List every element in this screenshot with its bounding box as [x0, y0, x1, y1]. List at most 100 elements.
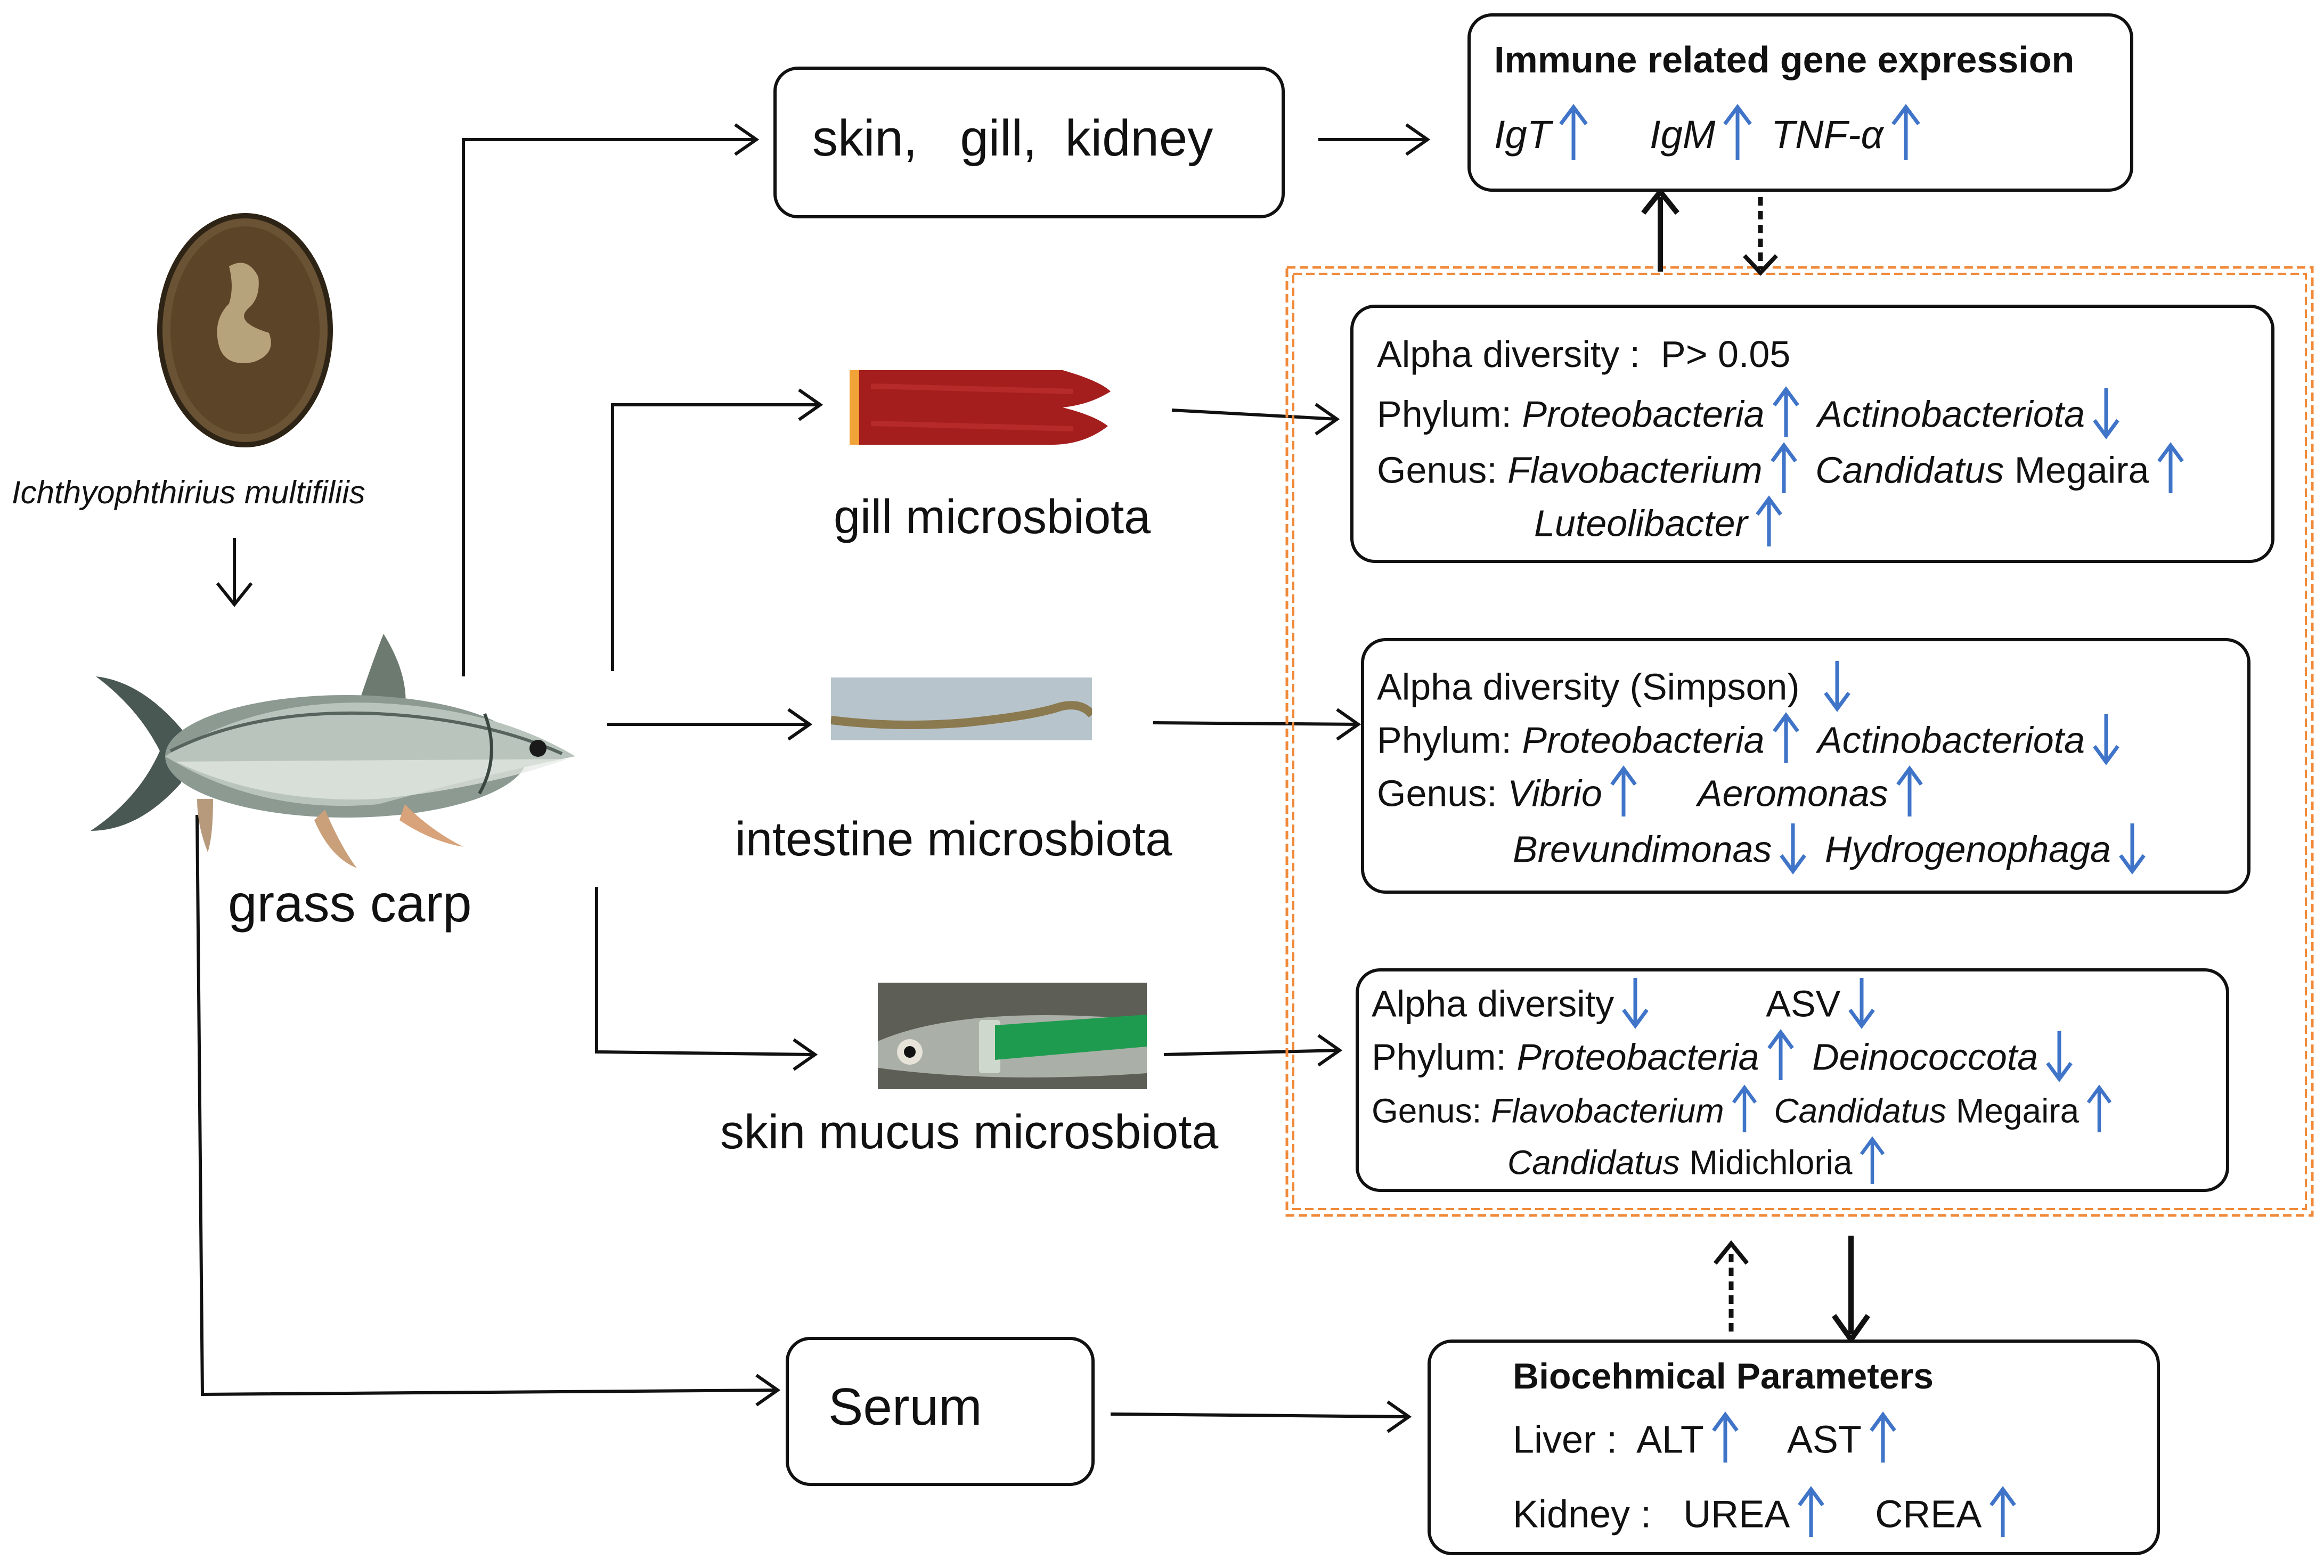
up-arrow-icon: [1770, 386, 1802, 448]
gill-label: gill microsbiota: [834, 491, 1151, 544]
skin-mucus-microbiota-box: [1356, 968, 2229, 1192]
gene-igt: IgT: [1494, 112, 1551, 157]
immune-box: [1467, 13, 2133, 192]
up-arrow-icon: [1556, 104, 1591, 172]
phylum-label: Phylum:: [1377, 393, 1512, 435]
up-arrow-icon: [1987, 1486, 2019, 1548]
phylum-label: Phylum:: [1372, 1036, 1506, 1078]
parasite-image: [154, 208, 336, 453]
phylum-name: Actinobacteriota: [1817, 719, 2085, 761]
biochem-box: [1428, 1340, 2160, 1555]
genus-name: Candidatus: [1815, 449, 2004, 491]
up-arrow-icon: [1889, 104, 1923, 172]
gill-image: [850, 370, 1111, 445]
liver-label: Liver :: [1513, 1418, 1628, 1461]
up-arrow-icon: [1765, 1029, 1797, 1091]
down-arrow-icon: [1777, 821, 1809, 883]
genus-name-rest: Megaira: [2004, 449, 2149, 491]
genus-label: Genus:: [1372, 1091, 1482, 1130]
down-arrow-icon: [1619, 976, 1651, 1038]
intestine-image: [830, 677, 1096, 740]
arrow-to-skin-mucus: [595, 887, 816, 1056]
alpha-label: Alpha diversity (Simpson): [1377, 666, 1800, 708]
phylum-name: Deinococcota: [1812, 1036, 2038, 1078]
skin-genus-row: Genus: Flavobacterium Candidatus Megaira: [1372, 1084, 2119, 1143]
up-arrow-icon: [2155, 442, 2187, 504]
phylum-label: Phylum:: [1377, 719, 1512, 761]
skin-alpha-row: Alpha diversity ASV: [1372, 976, 1883, 1038]
microbiota-group-outline: [1285, 266, 2314, 1217]
up-arrow-icon: [1753, 495, 1785, 557]
skin-phylum-row: Phylum: Proteobacteria Deinococcota: [1372, 1029, 2081, 1091]
immune-genes-row: IgT IgM TNF-α: [1494, 104, 1928, 172]
gill-alpha: Alpha diversity : P> 0.05: [1377, 333, 1791, 375]
genus-name-rest: Midichloria: [1679, 1143, 1853, 1182]
up-arrow-icon: [1894, 765, 1926, 827]
genus-name: Luteolibacter: [1534, 502, 1748, 544]
up-arrow-icon: [1709, 1411, 1741, 1474]
kidney-label: Kidney :: [1513, 1493, 1673, 1536]
skin-mucus-image: [878, 983, 1147, 1089]
immune-title: Immune related gene expression: [1494, 39, 2075, 80]
skin-mucus-label: skin mucus microsbiota: [720, 1106, 1219, 1159]
genus-name: Hydrogenophaga: [1824, 828, 2111, 870]
liver-param: ALT: [1636, 1418, 1704, 1461]
up-arrow-icon: [2084, 1084, 2114, 1143]
serum-label: Serum: [828, 1377, 982, 1436]
up-arrow-icon: [1795, 1486, 1827, 1548]
genus-name-rest: Megaira: [1946, 1091, 2080, 1130]
asv-label: ASV: [1766, 983, 1841, 1025]
skin-gill-kidney-box: [773, 67, 1285, 218]
grass-carp-image: [80, 628, 581, 873]
serum-box: [786, 1337, 1095, 1486]
arrow-to-gill: [611, 403, 820, 671]
alpha-label: Alpha diversity: [1372, 983, 1614, 1025]
intestine-phylum-row: Phylum: Proteobacteria Actinobacteriota: [1377, 712, 2127, 774]
genus-name: Vibrio: [1507, 772, 1602, 814]
phylum-name: Proteobacteria: [1522, 393, 1765, 435]
parasite-label: Ichthyophthirius multifiliis: [12, 475, 365, 510]
genus-name: Flavobacterium: [1491, 1091, 1724, 1130]
genus-name: Candidatus: [1507, 1143, 1680, 1182]
liver-row: Liver : ALT AST: [1513, 1411, 1904, 1474]
genus-name: Aeromonas: [1697, 772, 1888, 814]
grass-carp-label: grass carp: [228, 874, 472, 933]
biochem-title: Biocehmical Parameters: [1513, 1356, 1934, 1396]
genus-label: Genus:: [1377, 449, 1497, 491]
skin-genus-row-2: Candidatus Midichloria: [1507, 1136, 1893, 1195]
genus-name: Brevundimonas: [1513, 828, 1772, 870]
intestine-genus-row: Genus: Vibrio Aeromonas: [1377, 765, 1931, 827]
gill-genus-row-2: Luteolibacter: [1534, 495, 1790, 557]
up-arrow-icon: [1770, 712, 1802, 774]
up-arrow-icon: [1720, 104, 1755, 172]
arrow-to-skin-gill-kidney: [462, 138, 756, 676]
kidney-param: UREA: [1683, 1493, 1790, 1536]
genus-label: Genus:: [1377, 772, 1497, 814]
genus-name: Candidatus: [1774, 1091, 1947, 1130]
intestine-label: intestine microsbiota: [735, 813, 1172, 866]
up-arrow-icon: [1730, 1084, 1759, 1143]
intestine-alpha-row: Alpha diversity (Simpson): [1377, 659, 1858, 721]
intestine-genus-row-2: Brevundimonas Hydrogenophaga: [1513, 821, 2154, 883]
gill-genus-row: Genus: Flavobacterium Candidatus Megaira: [1377, 442, 2192, 504]
phylum-name: Proteobacteria: [1516, 1036, 1759, 1078]
kidney-row: Kidney : UREA CREA: [1513, 1486, 2024, 1548]
up-arrow-icon: [1608, 765, 1640, 827]
down-arrow-icon: [1821, 659, 1853, 721]
kidney-param: CREA: [1875, 1493, 1982, 1536]
up-arrow-icon: [1768, 442, 1800, 504]
up-arrow-icon: [1857, 1136, 1887, 1195]
intestine-microbiota-box: [1361, 638, 2250, 894]
gene-tnf: TNF-α: [1771, 112, 1883, 157]
up-arrow-icon: [1867, 1411, 1899, 1474]
skin-gill-kidney-label: skin, gill, kidney: [812, 110, 1213, 167]
gene-igm: IgM: [1650, 112, 1716, 157]
down-arrow-icon: [2116, 821, 2148, 883]
genus-name: Flavobacterium: [1507, 449, 1763, 491]
down-arrow-icon: [2090, 712, 2122, 774]
arrow-to-serum: [195, 814, 778, 1396]
gill-phylum-row: Phylum: Proteobacteria Actinobacteriota: [1377, 386, 2127, 448]
phylum-name: Actinobacteriota: [1817, 393, 2085, 435]
liver-param: AST: [1787, 1418, 1862, 1461]
